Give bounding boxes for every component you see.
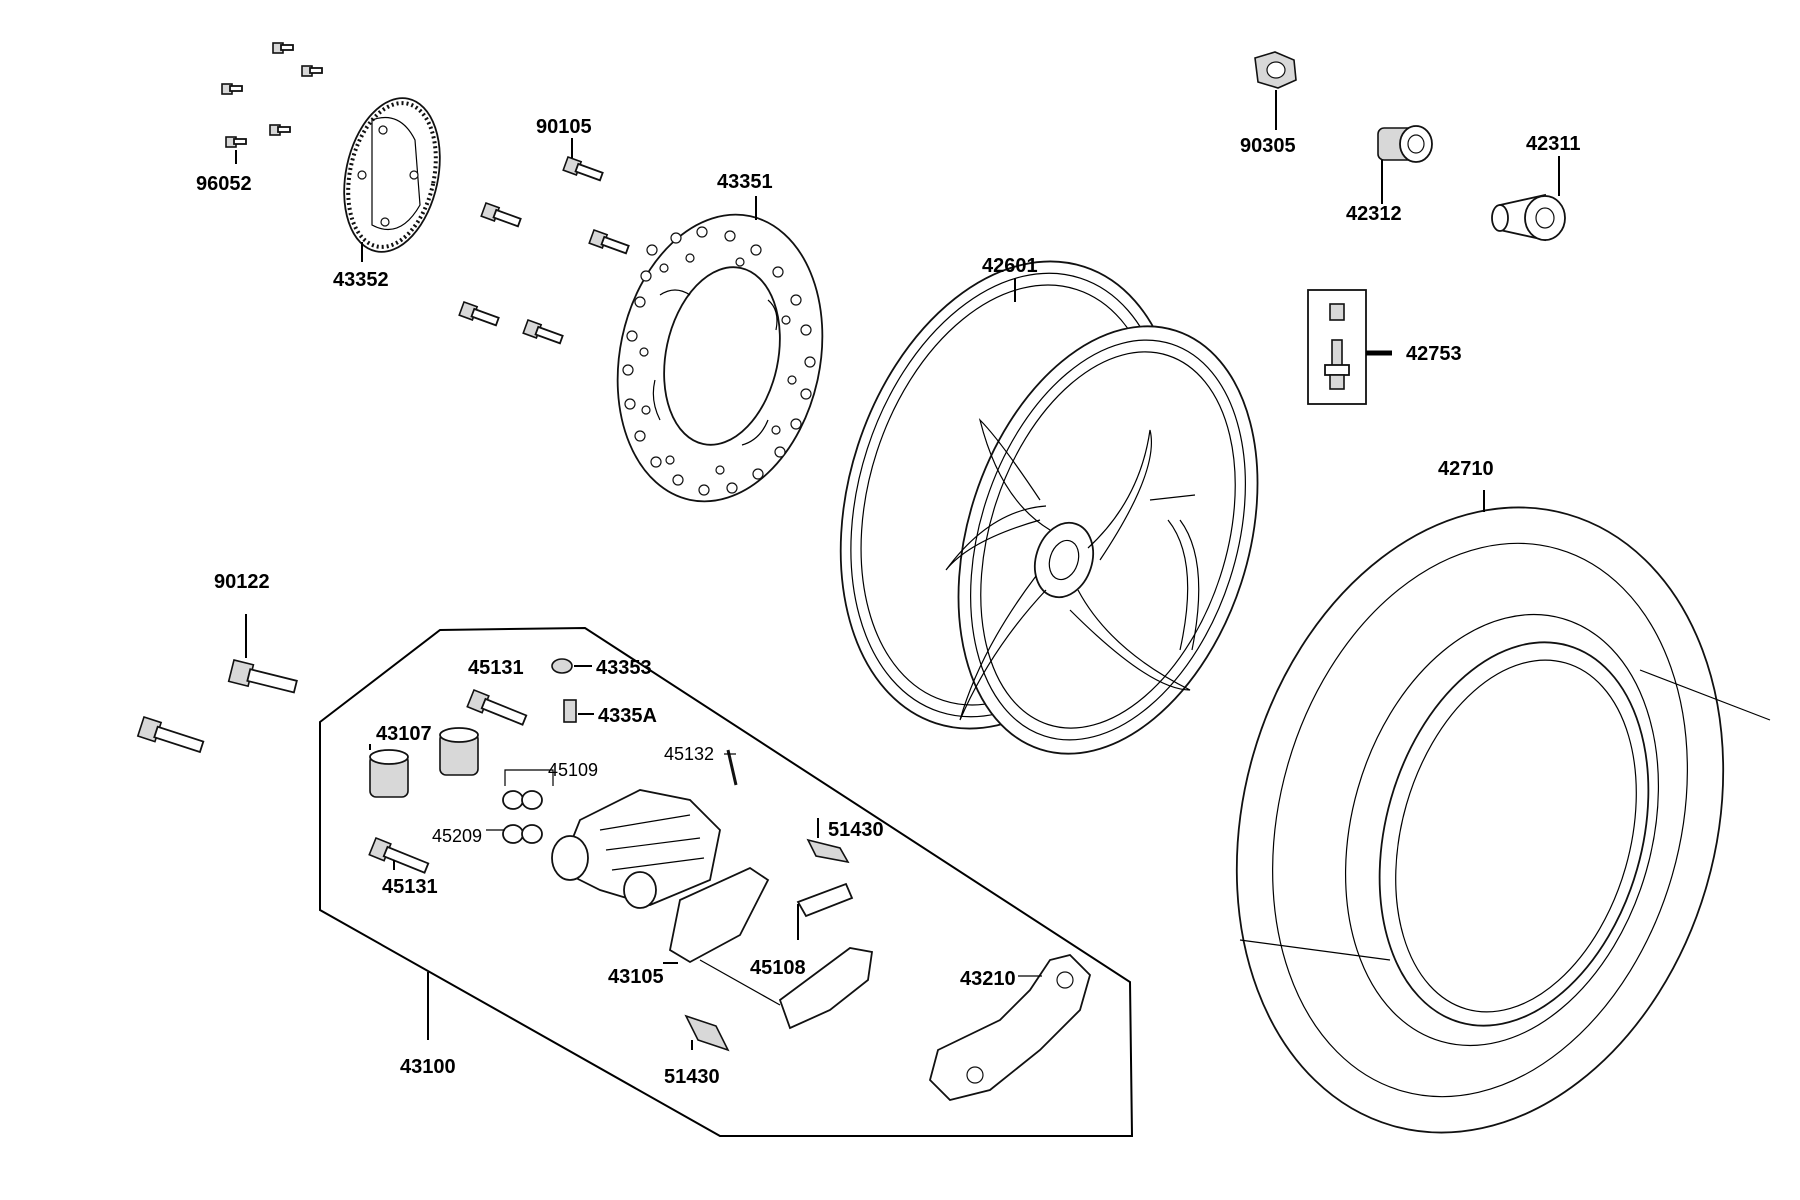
piston-seals bbox=[502, 790, 543, 844]
pad-spring-lower bbox=[684, 1014, 730, 1052]
brake-pad-rear bbox=[778, 947, 874, 1030]
brake-pad-front bbox=[668, 866, 770, 964]
axle-bolt-upper bbox=[227, 659, 298, 694]
bleeder-cap bbox=[551, 658, 573, 674]
caliper-assembly-outline bbox=[319, 626, 1134, 1137]
label-42753: 42753 bbox=[1406, 343, 1462, 365]
slide-pin-lower bbox=[368, 836, 430, 874]
caliper-pistons bbox=[369, 727, 479, 798]
label-43210: 43210 bbox=[960, 968, 1016, 990]
axle-nut bbox=[1254, 51, 1297, 89]
label-43352: 43352 bbox=[333, 269, 389, 291]
collar-42311 bbox=[1491, 193, 1566, 242]
caliper-bracket bbox=[928, 954, 1092, 1101]
label-45109: 45109 bbox=[548, 760, 598, 780]
label-96052: 96052 bbox=[196, 173, 252, 195]
label-45132: 45132 bbox=[664, 744, 714, 764]
label-51430-lower: 51430 bbox=[664, 1066, 720, 1088]
wheel-rim bbox=[839, 260, 1259, 755]
label-4335A: 4335A bbox=[598, 705, 657, 727]
label-90305: 90305 bbox=[1240, 135, 1296, 157]
brake-disc bbox=[616, 213, 824, 503]
label-90122: 90122 bbox=[214, 571, 270, 593]
small-bolts-group bbox=[221, 42, 323, 148]
label-42710: 42710 bbox=[1438, 458, 1494, 480]
slide-pin-upper bbox=[466, 688, 528, 726]
label-43100: 43100 bbox=[400, 1056, 456, 1078]
label-42311: 42311 bbox=[1526, 133, 1581, 155]
caliper-body bbox=[551, 789, 721, 909]
tire bbox=[1235, 506, 1771, 1134]
bleeder-screw bbox=[563, 699, 577, 723]
pad-spring-upper bbox=[806, 838, 850, 864]
label-45209: 45209 bbox=[432, 826, 482, 846]
label-45131-lower: 45131 bbox=[382, 876, 438, 898]
label-42312: 42312 bbox=[1346, 203, 1402, 225]
label-90105: 90105 bbox=[536, 116, 592, 138]
label-43351: 43351 bbox=[717, 171, 773, 193]
disc-bolts-group bbox=[458, 155, 630, 345]
label-43105: 43105 bbox=[608, 966, 664, 988]
axle-bolt-lower bbox=[136, 715, 205, 754]
slide-pin-spring bbox=[726, 749, 738, 786]
pad-spring-retainer bbox=[796, 882, 854, 918]
label-45131-upper: 45131 bbox=[468, 657, 524, 679]
collar-42312 bbox=[1377, 125, 1433, 163]
label-43107: 43107 bbox=[376, 723, 432, 745]
tire-valve bbox=[1307, 289, 1367, 405]
abs-tone-ring bbox=[343, 97, 441, 253]
label-43353: 43353 bbox=[596, 657, 652, 679]
label-42601: 42601 bbox=[982, 255, 1038, 277]
label-51430-upper: 51430 bbox=[828, 819, 884, 841]
label-45108: 45108 bbox=[750, 957, 806, 979]
